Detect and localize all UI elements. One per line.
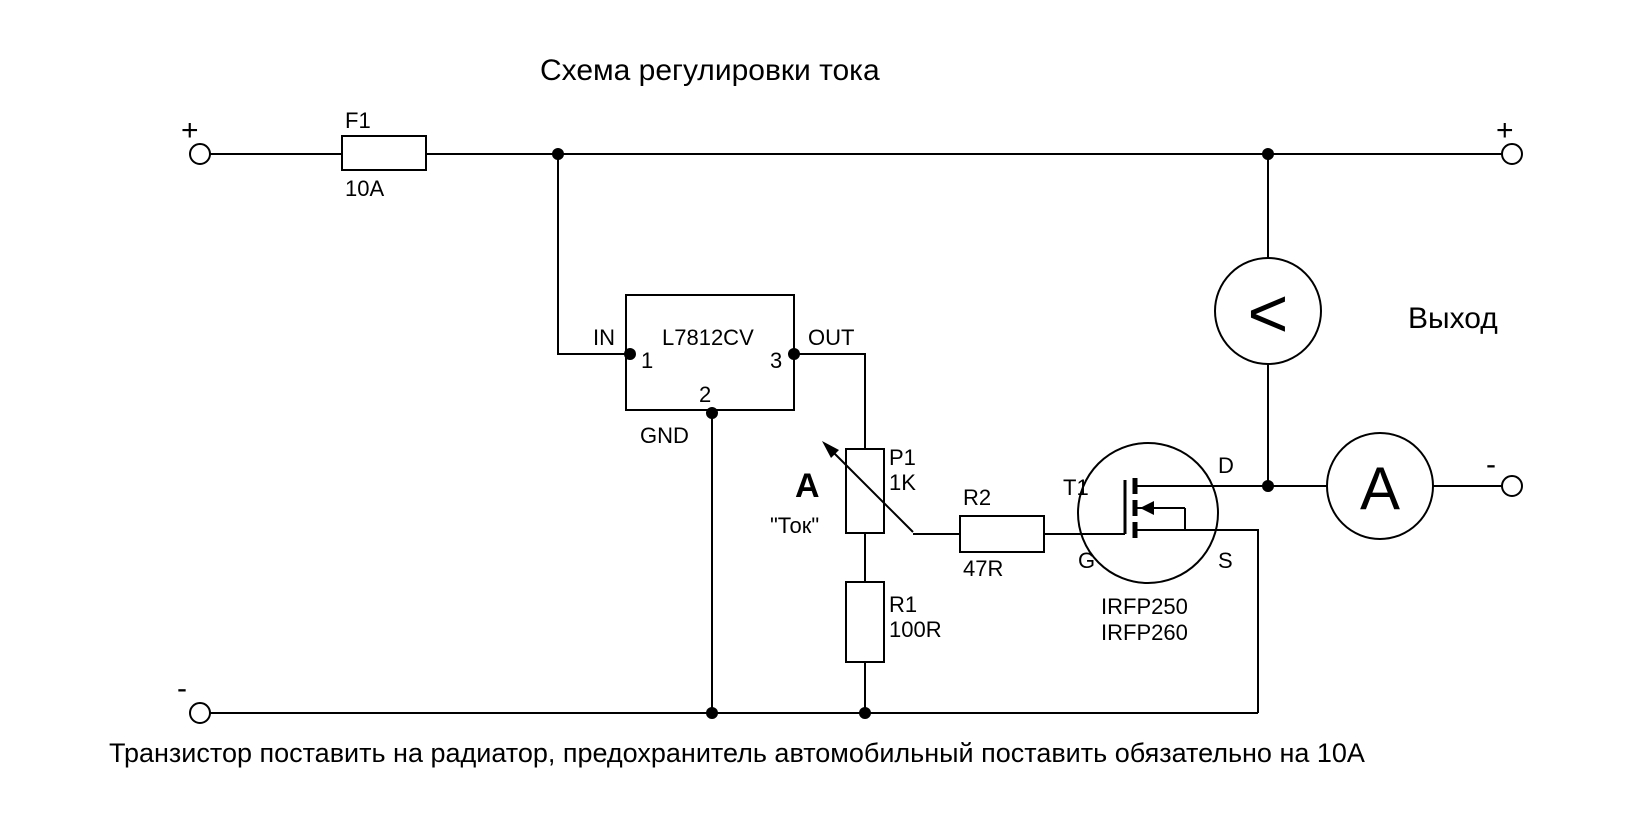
wire-source-to-rail <box>1137 529 1259 713</box>
transistor-drain-label: D <box>1218 453 1234 478</box>
transistor-body <box>1077 442 1219 584</box>
transistor-gate-label: G <box>1078 548 1095 573</box>
potentiometer-wiper-arrow <box>830 449 914 533</box>
potentiometer-marker-label: A <box>795 467 820 505</box>
fuse-body <box>341 135 427 171</box>
r1-body <box>845 581 885 663</box>
r2-body <box>959 515 1045 553</box>
output-label: Выход <box>1408 302 1498 335</box>
r2-value-label: 47R <box>963 556 1003 581</box>
wire-body-to-source <box>1137 508 1186 531</box>
potentiometer-arrowhead <box>822 441 839 458</box>
wire-to-regulator-in <box>557 154 630 355</box>
wire-out-to-p1 <box>794 353 866 449</box>
terminal-input-plus <box>189 143 211 165</box>
terminal-output-minus <box>1501 475 1523 497</box>
voltmeter-symbol: < <box>1248 274 1289 352</box>
fuse-ref-label: F1 <box>345 108 371 133</box>
terminal-input-minus <box>189 702 211 724</box>
transistor-ref-label: T1 <box>1063 475 1089 500</box>
fuse-value-label: 10A <box>345 176 384 201</box>
regulator-pin3-label: 3 <box>770 348 782 373</box>
output-minus-sign: - <box>1486 448 1496 481</box>
r1-ref-label: R1 <box>889 592 917 617</box>
regulator-out-label: OUT <box>808 325 854 350</box>
regulator-gnd-label: GND <box>640 423 689 448</box>
potentiometer-caption: "Ток" <box>770 513 819 538</box>
ammeter-symbol: A <box>1360 455 1400 522</box>
potentiometer-ref-label: P1 <box>889 445 916 470</box>
potentiometer-body <box>845 448 885 534</box>
transistor-part-2: IRFP260 <box>1101 620 1188 645</box>
transistor-body-arrow <box>1140 501 1154 515</box>
regulator-pin1-label: 1 <box>641 348 653 373</box>
terminal-output-plus <box>1501 143 1523 165</box>
input-plus-sign: + <box>181 114 199 147</box>
diagram-title: Схема регулировки тока <box>540 54 880 87</box>
transistor-part-1: IRFP250 <box>1101 594 1188 619</box>
r2-ref-label: R2 <box>963 485 991 510</box>
regulator-pin1-dot <box>624 348 636 360</box>
transistor-source-label: S <box>1218 548 1233 573</box>
regulator-part-label: L7812CV <box>662 325 754 350</box>
regulator-in-label: IN <box>593 325 615 350</box>
potentiometer-value-label: 1K <box>889 470 916 495</box>
regulator-pin2-label: 2 <box>699 382 711 407</box>
r1-value-label: 100R <box>889 617 942 642</box>
output-plus-sign: + <box>1496 114 1514 147</box>
input-minus-sign: - <box>177 672 187 705</box>
footer-note: Транзистор поставить на радиатор, предох… <box>109 738 1365 768</box>
